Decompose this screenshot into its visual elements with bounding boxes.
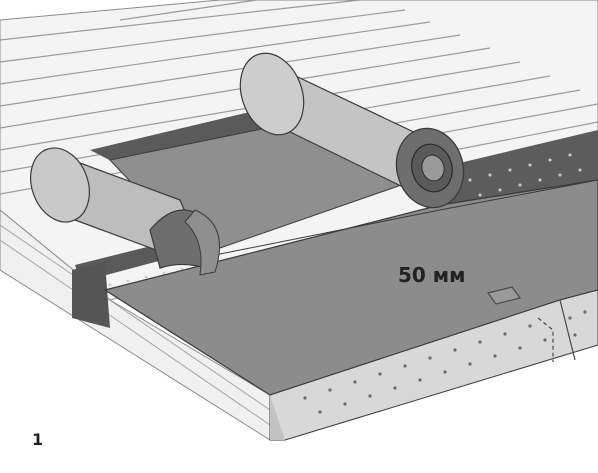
underlayment-strip-edge [72, 262, 110, 328]
left-roll [30, 147, 220, 276]
edge-nail-dots [303, 310, 587, 414]
figure-number: 1 [32, 430, 43, 449]
overlap-dimension-label: 50 мм [398, 263, 466, 287]
overlap-marker [486, 286, 576, 362]
edge-fold-corner [270, 395, 285, 440]
overlap-edge [199, 179, 598, 259]
deck-edge-lines [0, 224, 271, 426]
right-roll [239, 52, 465, 209]
